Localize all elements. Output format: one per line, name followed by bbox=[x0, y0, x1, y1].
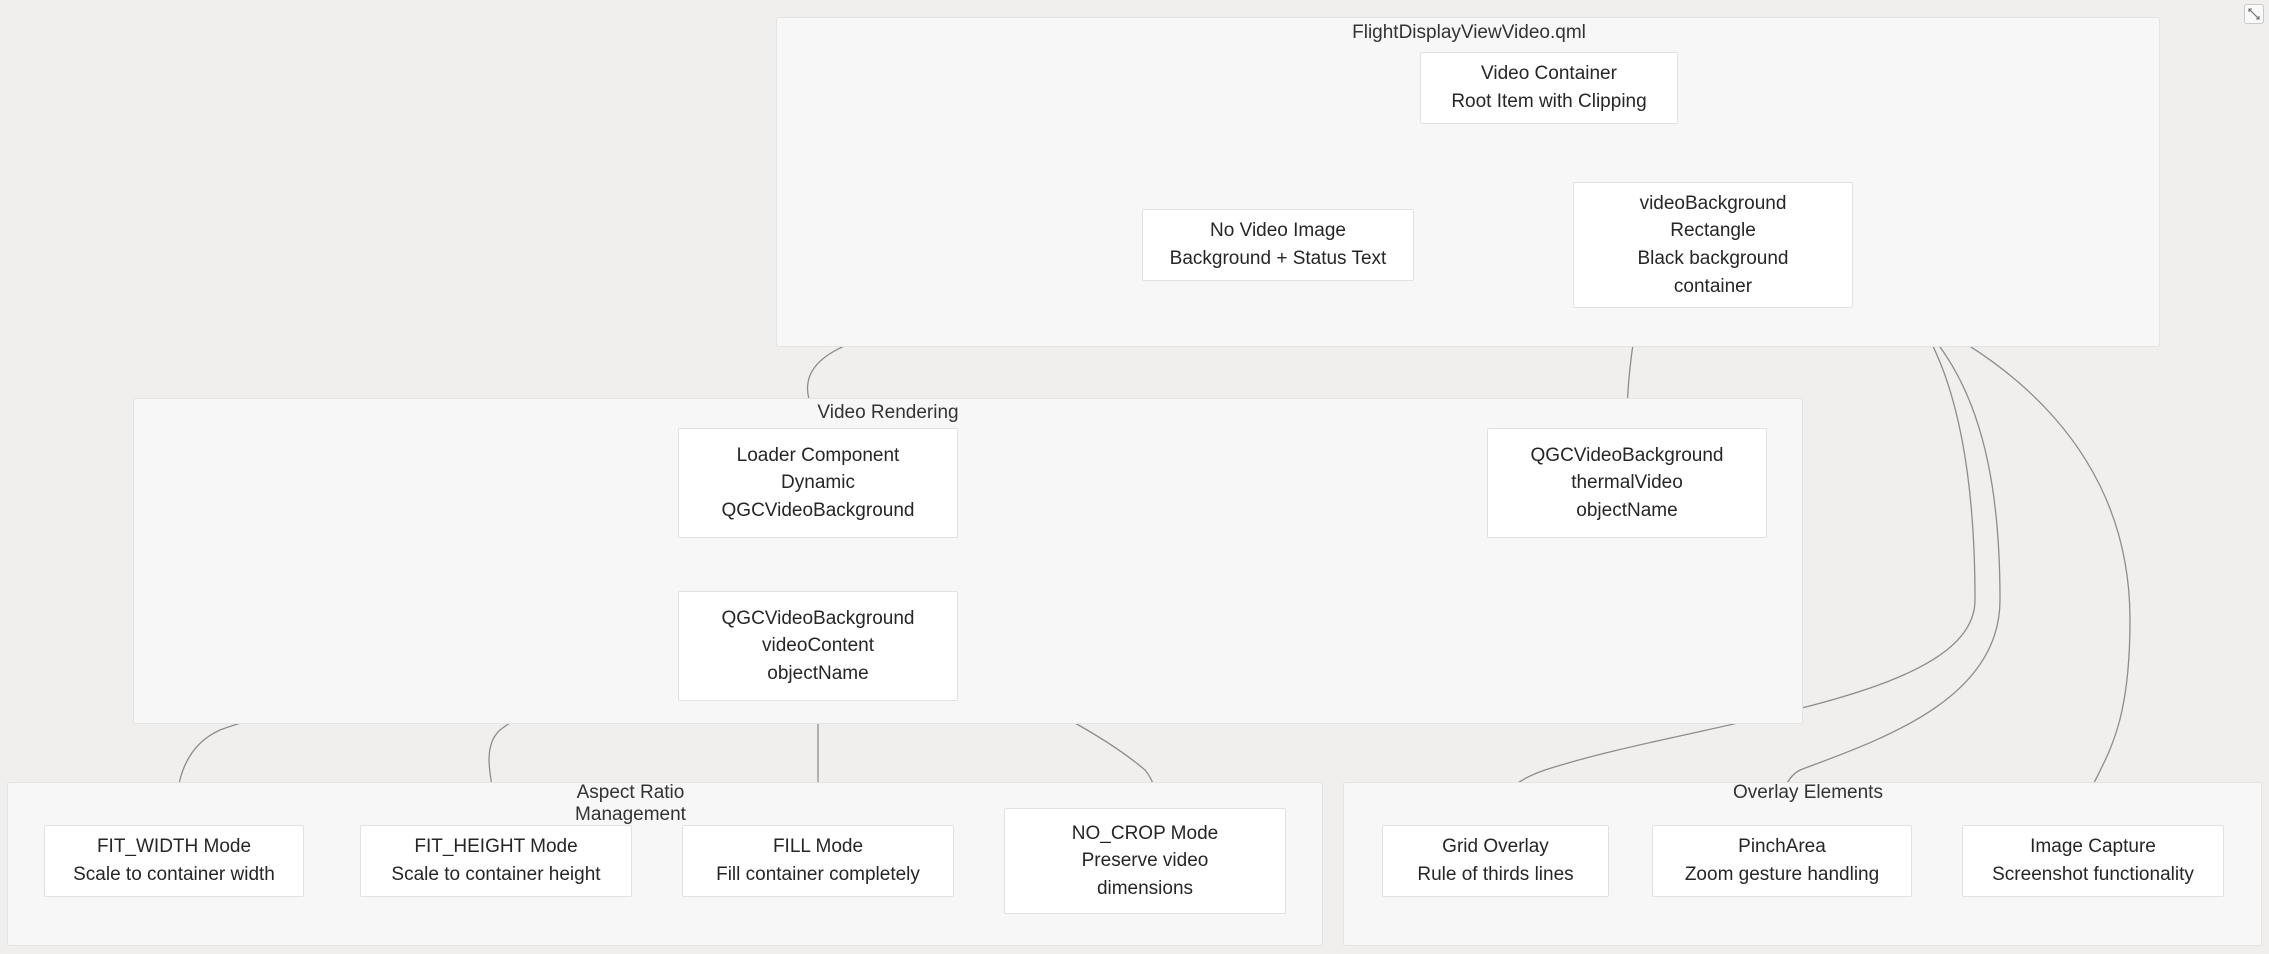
node-line: NO_CROP Mode bbox=[1071, 822, 1219, 844]
cluster-label-videorendering: Video Rendering bbox=[817, 402, 959, 423]
node-line: Loader Component bbox=[736, 444, 900, 466]
node-line: objectName bbox=[767, 662, 869, 684]
node-line: No Video Image bbox=[1210, 220, 1346, 242]
node-line: container bbox=[1673, 275, 1753, 297]
node-line: PinchArea bbox=[1738, 836, 1826, 858]
node-line: Fill container completely bbox=[716, 864, 920, 885]
node-line: Black background bbox=[1637, 248, 1789, 269]
edge-video-background-to-pinch-area bbox=[1778, 271, 2001, 817]
node-line: objectName bbox=[1576, 499, 1678, 521]
node-thermal-video[interactable]: QGCVideoBackground thermalVideo objectName bbox=[1487, 428, 1767, 538]
node-line: QGCVideoBackground bbox=[721, 499, 915, 521]
node-line: FIT_WIDTH Mode bbox=[96, 836, 252, 858]
node-line: Zoom gesture handling bbox=[1684, 864, 1880, 885]
node-line: Image Capture bbox=[2030, 836, 2156, 858]
node-line: Rule of thirds lines bbox=[1417, 864, 1574, 885]
diagonal-arrows-icon bbox=[2248, 8, 2260, 20]
edge-video-background-to-image-capture bbox=[1852, 289, 2131, 817]
node-line: FILL Mode bbox=[772, 836, 864, 858]
node-line: Preserve video bbox=[1081, 850, 1209, 872]
node-line: thermalVideo bbox=[1571, 472, 1683, 494]
cluster-label-overlay: Overlay Elements bbox=[1733, 782, 1883, 803]
node-line: QGCVideoBackground bbox=[1530, 444, 1724, 466]
expand-diagram-button[interactable] bbox=[2244, 4, 2264, 24]
node-line: Root Item with Clipping bbox=[1451, 91, 1647, 112]
node-line: videoBackground bbox=[1639, 192, 1787, 214]
node-line: videoContent bbox=[762, 635, 874, 657]
node-line: Background + Status Text bbox=[1169, 248, 1387, 269]
node-line: Dynamic bbox=[781, 472, 855, 494]
node-line: dimensions bbox=[1096, 877, 1194, 899]
node-video-content[interactable]: QGCVideoBackground videoContent objectName bbox=[678, 591, 958, 701]
node-line: Scale to container width bbox=[73, 864, 275, 885]
node-line: Scale to container height bbox=[391, 864, 601, 885]
cluster-label-aspectratio: Aspect Ratio Management bbox=[575, 782, 686, 826]
node-line: Screenshot functionality bbox=[1992, 864, 2194, 885]
node-line: Video Container bbox=[1481, 63, 1617, 85]
node-line: Rectangle bbox=[1670, 220, 1756, 242]
node-line: QGCVideoBackground bbox=[721, 607, 915, 629]
node-line: FIT_HEIGHT Mode bbox=[414, 836, 578, 858]
cluster-label-flightdisplay: FlightDisplayViewVideo.qml bbox=[1352, 22, 1586, 43]
node-line: Grid Overlay bbox=[1442, 836, 1549, 858]
